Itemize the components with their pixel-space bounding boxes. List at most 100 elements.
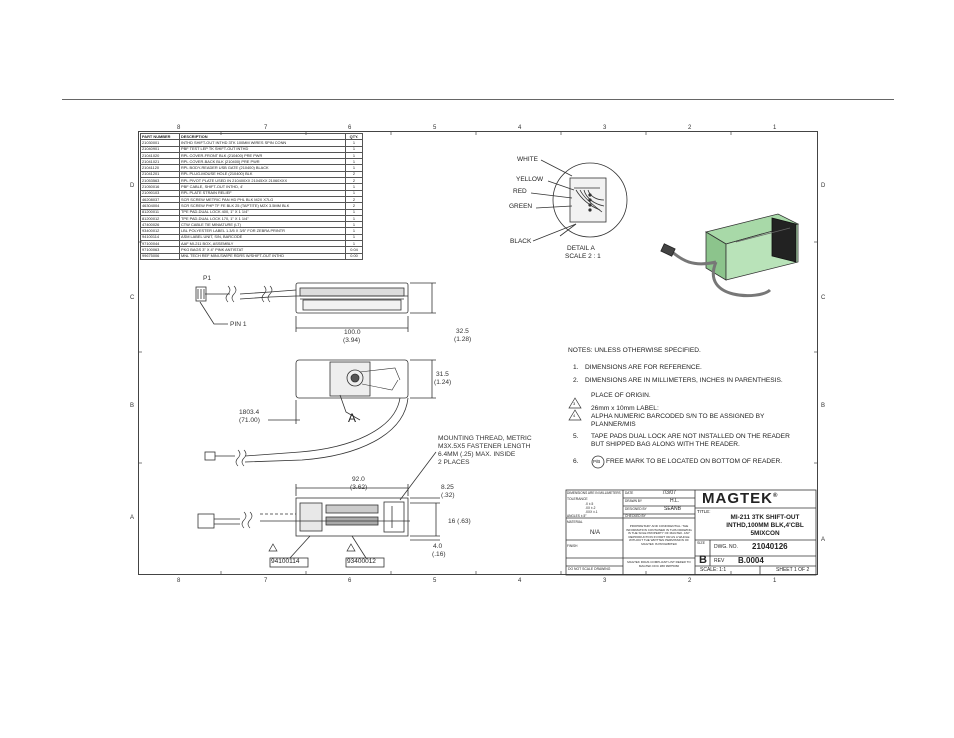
note-triangle-3: 3 xyxy=(573,401,576,406)
reader-bottom-view xyxy=(197,451,440,568)
label-callout-94100114: 94100114 xyxy=(271,558,300,565)
tb-designed-label: DESIGNED BY xyxy=(625,507,647,511)
tb-checked-label: CHECKED BY xyxy=(625,514,646,518)
detail-a xyxy=(530,159,628,242)
tb-title-text: MI-211 3TK SHIFT-OUT INTHD,100MM BLK,4'C… xyxy=(715,514,815,538)
tb-rohs-notice: MAGTEK ROHS COMPLIANT LIST REFER TO MAGT… xyxy=(627,560,691,568)
wire-label-black: BLACK xyxy=(510,238,532,245)
label-callout-93400012: 93400012 xyxy=(347,558,376,565)
logo-registered-mark: ® xyxy=(773,493,779,499)
zone-row-left: D xyxy=(130,183,135,189)
section-a-label: A xyxy=(348,411,357,425)
tb-no-scale: DO NOT SCALE DRAWING xyxy=(568,567,611,571)
tb-date-label: DATE xyxy=(625,491,634,495)
zone-col-bottom: 5 xyxy=(433,578,437,584)
zone-row-left: C xyxy=(130,295,135,301)
header-rule xyxy=(62,99,894,100)
zone-col-top: 3 xyxy=(603,125,607,131)
tb-finish-label: FINISH xyxy=(567,544,578,548)
tb-date-value: 7/3/07 xyxy=(662,490,676,496)
mounting-note-line3: 6.4MM (.25) MAX. INSIDE xyxy=(438,451,516,458)
notes-header: NOTES: UNLESS OTHERWISE SPECIFIED. xyxy=(568,347,701,354)
zone-row-right: B xyxy=(821,403,826,409)
zone-col-top: 1 xyxy=(773,125,777,131)
note-4-line2: ALPHA NUMERIC BARCODED S/N TO BE ASSIGNE… xyxy=(591,413,765,420)
note-number-5: 5. xyxy=(573,433,579,440)
zone-col-top: 8 xyxy=(177,125,181,131)
connector-p1-label: P1 xyxy=(203,275,212,282)
dim-height-31-5-in: (1.24) xyxy=(434,379,452,386)
zone-col-top: 5 xyxy=(433,125,437,131)
dim-8-25: 8.25 xyxy=(441,484,454,491)
tb-dwg-number: 21040126 xyxy=(752,542,788,551)
note-6: FREE MARK TO BE LOCATED ON BOTTOM OF REA… xyxy=(606,458,783,465)
note-4-line1: 26mm x 10mm LABEL: xyxy=(591,405,659,412)
dim-cable-length: 1803.4 xyxy=(239,409,260,416)
tb-size-value: B xyxy=(699,554,707,566)
note-number-6: 6. xyxy=(573,458,579,465)
wire-label-white: WHITE xyxy=(517,156,538,163)
note-3: PLACE OF ORIGIN. xyxy=(591,392,651,399)
mounting-note-line4: 2 PLACES xyxy=(438,459,470,466)
tb-size-label: SIZE xyxy=(697,541,705,545)
zone-col-bottom: 1 xyxy=(773,578,777,584)
tb-scale: SCALE: 1:1 xyxy=(700,567,727,573)
detail-a-scale: SCALE 2 : 1 xyxy=(565,253,601,260)
callout-triangles xyxy=(268,397,582,552)
free-mark-symbol xyxy=(591,455,605,469)
zone-col-bottom: 6 xyxy=(348,578,352,584)
zone-row-left: A xyxy=(130,515,135,521)
zone-col-top: 4 xyxy=(518,125,522,131)
dim-width-92: 92.0 xyxy=(352,476,365,483)
tb-tol-2: .XX ±.2 xyxy=(585,506,596,510)
reader-isometric-view xyxy=(660,213,800,298)
dim-width-92-in: (3.62) xyxy=(350,484,368,491)
dim-width-100: 100.0 xyxy=(344,329,361,336)
dim-4-in: (.16) xyxy=(432,551,446,558)
note-5-line2: BUT SHIPPED BAG ALONG WITH THE READER. xyxy=(591,441,740,448)
dim-height-31-5: 31.5 xyxy=(436,371,449,378)
tb-tolerance-label: TOLERANCE xyxy=(567,497,588,501)
tb-dwg-label: DWG. NO. xyxy=(714,544,738,550)
drawing-sheet-border xyxy=(138,131,818,575)
wire-label-green: GREEN xyxy=(509,203,533,210)
mounting-note-line1: MOUNTING THREAD, METRIC xyxy=(438,435,532,442)
tb-material-value: N/A xyxy=(590,530,601,536)
tb-sheet: SHEET 1 OF 2 xyxy=(776,567,810,573)
dim-height-32-5: 32.5 xyxy=(456,328,469,335)
tb-proprietary-notice: PROPRIETARY AND CONFIDENTIAL: THE INFORM… xyxy=(626,524,692,546)
note-number-2: 2. xyxy=(573,377,579,384)
zone-col-bottom: 2 xyxy=(688,578,692,584)
zone-row-left: B xyxy=(130,403,135,409)
mounting-note-line2: M3X.5X5 FASTENER LENGTH xyxy=(438,443,531,450)
zone-row-right: C xyxy=(821,295,826,301)
tb-tol-3: .XXX ±.1 xyxy=(585,510,598,514)
zone-col-bottom: 3 xyxy=(603,578,607,584)
dim-8-25-in: (.32) xyxy=(441,492,455,499)
tb-title-label: TITLE: xyxy=(697,509,711,514)
zone-col-bottom: 4 xyxy=(518,578,522,584)
wire-label-red: RED xyxy=(513,188,527,195)
bom-qty: 0.00 xyxy=(345,252,363,260)
dim-16: 16 (.63) xyxy=(448,518,471,525)
note-6-symbol: P/B xyxy=(593,459,601,464)
tb-drawn-value: H.L. xyxy=(670,498,680,504)
zone-row-right: A xyxy=(821,537,826,543)
tb-title-line2: INTHD,100MM BLK,4'CBL xyxy=(726,522,804,529)
zone-col-top: 7 xyxy=(264,125,268,131)
pin-1-label: PIN 1 xyxy=(230,321,247,328)
zone-col-bottom: 7 xyxy=(264,578,268,584)
note-triangle-4: 4 xyxy=(573,413,576,418)
tb-material-label: MATERIAL xyxy=(567,520,583,524)
note-4-line3: PLANNER/MIS xyxy=(591,421,636,428)
tb-rev-label: REV xyxy=(714,558,725,564)
zone-col-bottom: 8 xyxy=(177,578,181,584)
tb-drawn-label: DRAWN BY xyxy=(625,499,643,503)
tb-designed-value: SEANB xyxy=(664,506,681,512)
tb-title-line3: 5MIXCON xyxy=(750,530,780,537)
dim-4: 4.0 xyxy=(433,543,443,550)
reader-side-view xyxy=(204,359,436,467)
